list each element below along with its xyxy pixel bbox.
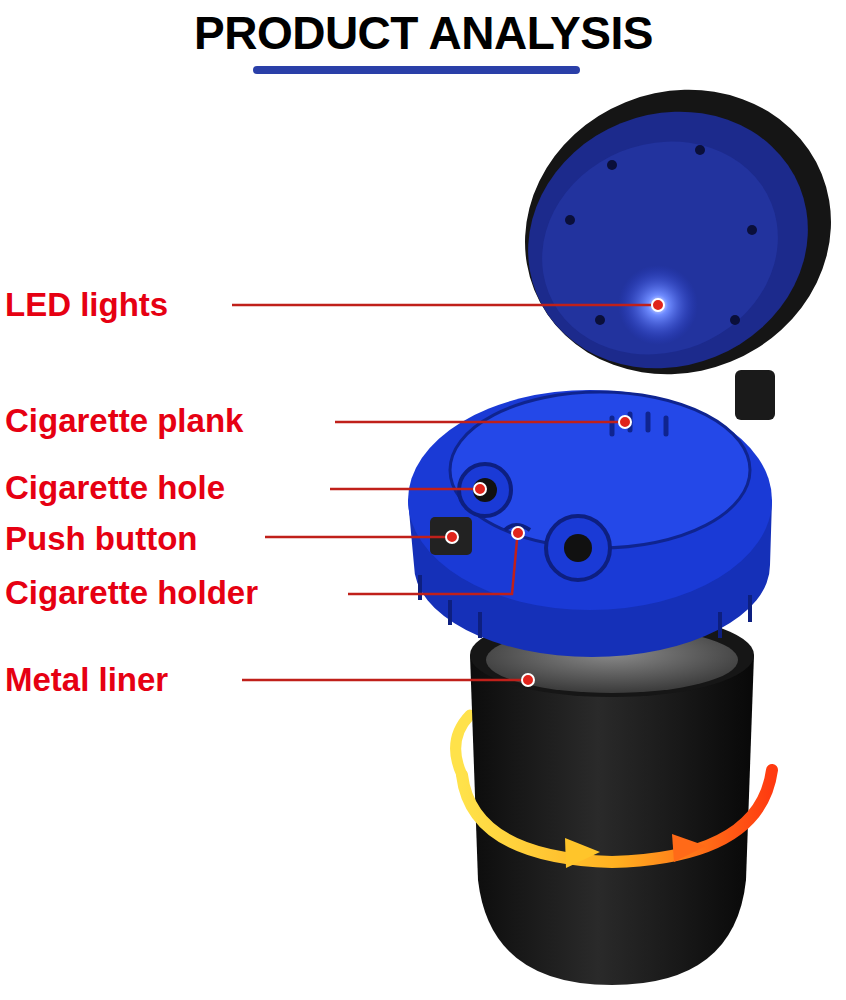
part-label: Cigarette holder: [5, 574, 258, 612]
leader-dots: [446, 299, 664, 686]
rotation-arrow: [462, 770, 772, 868]
blue-top: [408, 390, 772, 657]
title-underline: [253, 66, 580, 74]
rotation-ring-back: [456, 715, 470, 775]
cup: [470, 613, 754, 985]
part-label: Cigarette plank: [5, 402, 243, 440]
title: PRODUCT ANALYSIS: [194, 6, 653, 60]
leader-lines: [232, 305, 651, 680]
part-label: Cigarette hole: [5, 469, 225, 507]
part-label: Metal liner: [5, 661, 168, 699]
part-label: Push button: [5, 520, 197, 558]
lid: [482, 44, 846, 420]
part-label: LED lights: [5, 286, 168, 324]
